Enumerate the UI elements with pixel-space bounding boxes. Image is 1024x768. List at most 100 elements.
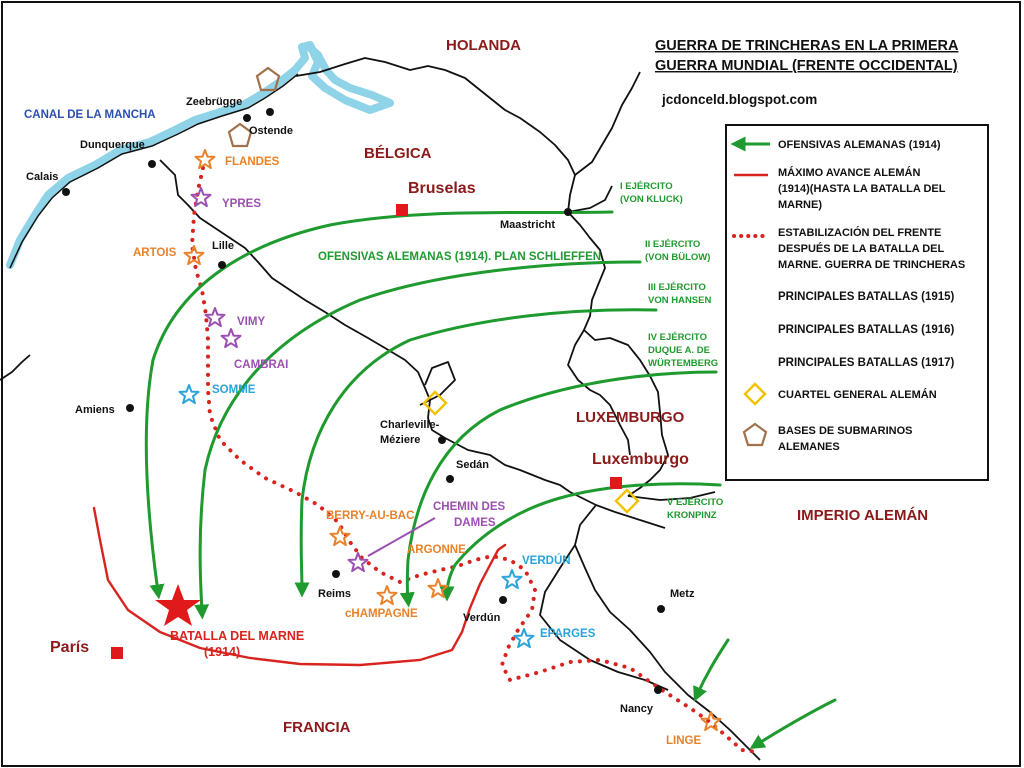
label-vimy: VIMY (237, 316, 265, 328)
army-2-line-1: II EJÉRCITO (645, 239, 700, 250)
star-somme-icon (178, 384, 200, 405)
star-chemin-icon (347, 552, 369, 573)
legend: OFENSIVAS ALEMANAS (1914) MÁXIMO AVANCE … (725, 124, 989, 481)
submarine-base-icon (255, 66, 281, 92)
channel-coast (6, 41, 394, 269)
label-verdun-city: Verdún (463, 612, 501, 624)
offensive-arrow-7 (749, 698, 837, 749)
label-linge: LINGE (666, 735, 701, 747)
country-francia: FRANCIA (283, 719, 351, 736)
offensive-arrow-2 (194, 260, 642, 620)
offensive-arrow-6 (693, 638, 730, 702)
label-chemin-2: DAMES (454, 517, 496, 529)
city-dot-metz (657, 605, 665, 613)
offensive-arrow-4 (399, 370, 718, 608)
star-artois-icon (183, 245, 205, 266)
army-1-line-2: (VON KLUCK) (620, 194, 683, 205)
city-dot-dunquerque (148, 160, 156, 168)
country-belgica: BÉLGICA (364, 145, 432, 162)
city-dot-sedan (446, 475, 454, 483)
legend-max-3: MARNE) (778, 199, 822, 211)
legend-1917: PRINCIPALES BATALLAS (1917) (778, 357, 955, 369)
label-marne-1: BATALLA DEL MARNE (170, 629, 304, 643)
offensive-arrow-5 (439, 482, 722, 602)
city-dot-zeebrugge (243, 114, 251, 122)
army-4-line-2: DUQUE A. DE (648, 345, 710, 356)
label-nancy: Nancy (620, 703, 654, 715)
label-charleville-2: Méziere (380, 434, 420, 446)
army-3-line-1: III EJÉRCITO (648, 282, 706, 293)
label-berry: BERRY-AU-BAC (326, 510, 414, 522)
label-luxemburgo-city: Luxemburgo (592, 451, 689, 468)
title-line-1: GUERRA DE TRINCHERAS EN LA PRIMERA (655, 38, 959, 54)
label-marne-2: (1914) (204, 645, 240, 659)
legend-max-1: MÁXIMO AVANCE ALEMÁN (778, 166, 920, 179)
city-dot-ostende (266, 108, 274, 116)
borders (0, 57, 761, 761)
label-calais: Calais (26, 171, 58, 183)
label-sedan: Sedán (456, 459, 489, 471)
army-4-line-1: IV EJÉRCITO (648, 332, 707, 343)
label-chemin-1: CHEMIN DES (433, 501, 506, 513)
star-berry-icon (329, 526, 351, 547)
capital-luxemburgo (610, 477, 622, 489)
offensive-arrows (144, 210, 837, 749)
label-zeebrugge: Zeebrügge (186, 96, 242, 108)
country-holanda: HOLANDA (446, 37, 521, 54)
legend-1916: PRINCIPALES BATALLAS (1916) (778, 324, 955, 336)
label-maastricht: Maastricht (500, 219, 555, 231)
star-vimy-1-icon (204, 307, 226, 328)
city-dot-charleville (438, 436, 446, 444)
city-dot-nancy (654, 686, 662, 694)
star-flandes-icon (194, 149, 216, 170)
hq-diamond-icon (614, 488, 640, 514)
star-linge-icon (700, 711, 722, 732)
label-metz: Metz (670, 588, 695, 600)
schlieffen-label: OFENSIVAS ALEMANAS (1914). PLAN SCHLIEFF… (318, 251, 601, 263)
marne-star-icon (155, 584, 201, 626)
country-imperio: IMPERIO ALEMÁN (797, 507, 928, 524)
label-bruselas: Bruselas (408, 180, 476, 197)
legend-front-2: DESPUÉS DE LA BATALLA DEL (778, 242, 945, 255)
hq-diamond-icon (422, 390, 448, 416)
label-champagne: cHAMPAGNE (345, 608, 418, 620)
city-dot-calais (62, 188, 70, 196)
label-cambrai: CAMBRAI (234, 359, 288, 371)
label-flandes: FLANDES (225, 156, 280, 168)
label-argonne: ARGONNE (407, 544, 466, 556)
capital-bruselas (396, 204, 408, 216)
max-advance-line (92, 506, 507, 667)
army-3-line-2: VON HANSEN (648, 295, 711, 306)
label-somme: SOMME (212, 384, 256, 396)
legend-front-1: ESTABILIZACIÓN DEL FRENTE (778, 226, 941, 239)
offensive-arrow-1 (144, 210, 614, 600)
star-ypres-icon (190, 187, 212, 208)
legend-box (725, 124, 989, 481)
label-reims: Reims (318, 588, 351, 600)
label-ypres: YPRES (222, 198, 261, 210)
city-dot-maastricht (564, 208, 572, 216)
army-1-line-1: I EJÉRCITO (620, 181, 673, 192)
legend-front-3: MARNE. GUERRA DE TRINCHERAS (778, 259, 965, 271)
offensive-arrow-3 (294, 308, 658, 598)
legend-sub-2: ALEMANES (778, 441, 840, 453)
sea-label: CANAL DE LA MANCHA (24, 109, 156, 121)
army-5-line-1: V EJÉRCITO (667, 497, 723, 508)
label-lille: Lille (212, 240, 234, 252)
capital-paris (111, 647, 123, 659)
country-luxemburgo: LUXEMBURGO (576, 409, 685, 426)
star-vimy-2-icon (220, 328, 242, 349)
label-verdun-battle: VERDÚN (522, 554, 571, 567)
city-dot-amiens (126, 404, 134, 412)
army-5-line-2: KRONPINZ (667, 510, 717, 521)
city-dots (62, 108, 665, 694)
city-dot-reims (332, 570, 340, 578)
star-champagne-icon (376, 585, 398, 606)
legend-submarine-icon (742, 422, 768, 447)
legend-1915: PRINCIPALES BATALLAS (1915) (778, 291, 955, 303)
label-eparges: EPARGES (540, 628, 596, 640)
star-eparges-icon (513, 628, 535, 649)
label-ostende: Ostende (249, 125, 293, 137)
